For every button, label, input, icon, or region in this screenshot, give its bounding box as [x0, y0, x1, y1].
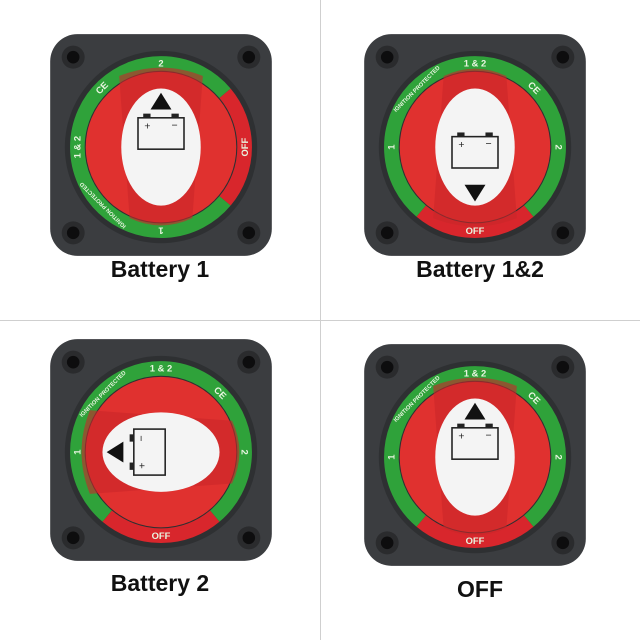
battery-terminal [143, 113, 151, 118]
battery-body [451, 135, 499, 169]
battery-terminal [171, 113, 179, 118]
battery-icon: +− [451, 423, 499, 460]
caption: OFF [457, 576, 503, 602]
ring-label-1-and-2: 1 & 2 [72, 136, 83, 158]
ring-label-1-and-2: 1 & 2 [150, 363, 172, 374]
screw-hole [380, 536, 394, 550]
battery-minus-sign: − [136, 435, 147, 441]
selector-knob [399, 377, 551, 536]
ring-label-2: 2 [554, 454, 565, 459]
battery-terminal [485, 423, 493, 428]
screw-hole [380, 360, 394, 374]
ring-label-1: 1 [71, 449, 82, 454]
pointer-triangle-icon [464, 402, 486, 420]
ring-label-1: 1 [386, 144, 397, 149]
caption: Battery 1&2 [416, 256, 544, 282]
battery-plus-sign: + [458, 431, 464, 442]
battery-minus-sign: − [172, 120, 178, 131]
ring-label-1-and-2: 1 & 2 [464, 58, 486, 69]
screw-hole [242, 226, 256, 240]
ring-off-segment [102, 510, 220, 544]
caption: Battery 2 [110, 570, 210, 596]
battery-plus-sign: + [137, 463, 148, 469]
screw-hole [556, 50, 570, 64]
screw-hole [66, 226, 80, 240]
ring-label-2: 2 [158, 58, 163, 69]
ring-label-1: 1 [386, 454, 397, 459]
caption: Battery 1 [110, 256, 210, 282]
ring-label-off: OFF [466, 535, 485, 546]
battery-plus-sign: + [144, 121, 150, 132]
battery-terminal [129, 434, 134, 442]
ring-green-segment [384, 366, 566, 527]
ring-label-off: OFF [152, 530, 171, 541]
battery-terminal [129, 462, 134, 470]
selector-knob [81, 376, 240, 528]
screw-hole [242, 50, 256, 64]
screw-hole [380, 50, 394, 64]
ring-green-segment [384, 56, 566, 217]
battery-minus-sign: − [486, 139, 492, 150]
screw-hole [242, 531, 256, 545]
battery-terminal [457, 423, 465, 428]
battery-plus-sign: + [458, 140, 464, 151]
screw-hole [556, 360, 570, 374]
pointer-triangle-icon [106, 441, 124, 463]
knob-label-face [102, 412, 220, 492]
battery-terminal [457, 132, 465, 137]
ring-off-segment [219, 88, 252, 206]
ring-label-2: 2 [240, 449, 251, 454]
battery-minus-sign: − [486, 430, 492, 441]
battery-terminal [485, 132, 493, 137]
knob-label-face [435, 88, 515, 206]
screw-hole [66, 355, 80, 369]
screw-hole [380, 226, 394, 240]
ring-off-segment [416, 515, 534, 549]
ring-label-off: OFF [466, 225, 485, 236]
ring-green-segment [70, 361, 252, 522]
ring-label-off: OFF [239, 137, 250, 156]
selector-knob [399, 68, 551, 227]
ring-label-1-and-2: 1 & 2 [464, 368, 486, 379]
battery-body [451, 427, 499, 460]
battery-body [133, 428, 166, 476]
screw-hole [242, 355, 256, 369]
ring-off-segment [416, 205, 534, 239]
divider-horizontal [0, 320, 640, 321]
screw-hole [66, 531, 80, 545]
battery-icon: +− [451, 132, 499, 169]
ring-green-segment [70, 56, 231, 239]
ring-label-2: 2 [554, 144, 565, 149]
battery-icon: +− [137, 113, 185, 150]
battery-icon: +− [129, 428, 166, 476]
screw-hole [66, 50, 80, 64]
pointer-triangle-icon [150, 92, 172, 110]
pointer-triangle-icon [464, 184, 486, 202]
ring-label-1: 1 [158, 226, 163, 237]
screw-hole [556, 226, 570, 240]
battery-body [137, 117, 185, 150]
screw-hole [556, 536, 570, 550]
